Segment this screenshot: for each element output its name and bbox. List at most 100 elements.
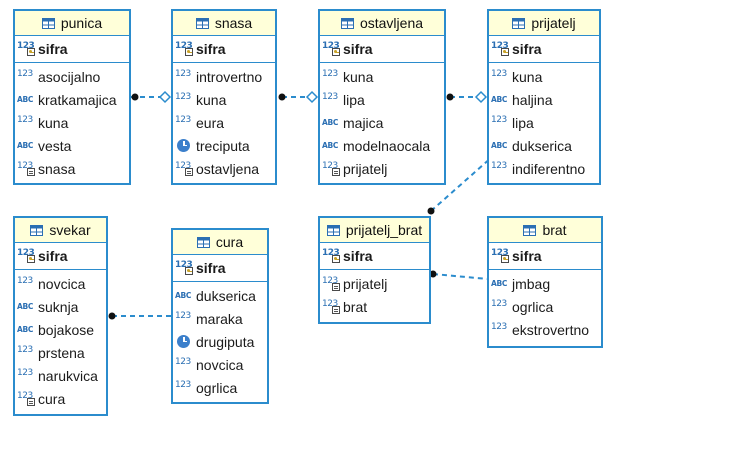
column-name: lipa [343,91,365,108]
column-row[interactable]: treciputa [173,134,275,157]
column-name: sifra [343,248,373,264]
numeric-type-icon: 123 [175,310,191,321]
column-name: treciputa [196,137,250,154]
entity-header[interactable]: prijatelj [489,11,599,36]
entity-title: ostavljena [359,15,424,31]
column-name: kuna [343,68,374,85]
entity-header[interactable]: ostavljena [320,11,444,36]
numeric-type-icon: 123 [322,91,338,102]
table-icon [41,17,55,29]
entity-title: snasa [214,15,253,31]
column-name: haljina [512,91,553,108]
entity-title: punica [60,15,103,31]
foreign-key-icon: 123 [322,299,342,315]
column-name: novcica [196,356,244,373]
table-icon [512,17,526,29]
entity-header[interactable]: cura [173,230,267,255]
table-icon [195,17,209,29]
primary-key-icon: 123 [322,41,342,57]
column-row[interactable]: drugiputa [173,330,267,353]
connector-end-dot [131,93,139,101]
column-name: modelnaocala [343,137,431,154]
numeric-type-icon: 123 [175,91,191,102]
entity-header[interactable]: punica [15,11,129,36]
column-name: sifra [343,41,373,57]
column-name: sifra [512,248,542,264]
entity-header[interactable]: svekar [15,218,106,243]
column-row[interactable]: 123 ekstrovertno [489,318,601,341]
primary-key-icon: 123 [491,41,511,57]
entity-header[interactable]: brat [489,218,601,243]
table-icon [340,17,354,29]
connector-end-dot [278,93,286,101]
table-icon [326,224,340,236]
column-name: ekstrovertno [512,321,590,338]
numeric-type-icon: 123 [175,68,191,79]
column-row[interactable]: 123 lipa [320,88,444,111]
column-name: vesta [38,137,72,154]
text-type-icon: ABC [17,301,34,311]
primary-key-icon: 123 [322,248,342,264]
column-name: kuna [512,68,543,85]
column-name: drugiputa [196,333,255,350]
column-name: bojakose [38,321,95,338]
entity-header[interactable]: prijatelj_brat [320,218,429,243]
numeric-type-icon: 123 [491,321,507,332]
text-type-icon: ABC [17,94,34,104]
foreign-key-icon: 123 [17,161,37,177]
entity-header[interactable]: snasa [173,11,275,36]
